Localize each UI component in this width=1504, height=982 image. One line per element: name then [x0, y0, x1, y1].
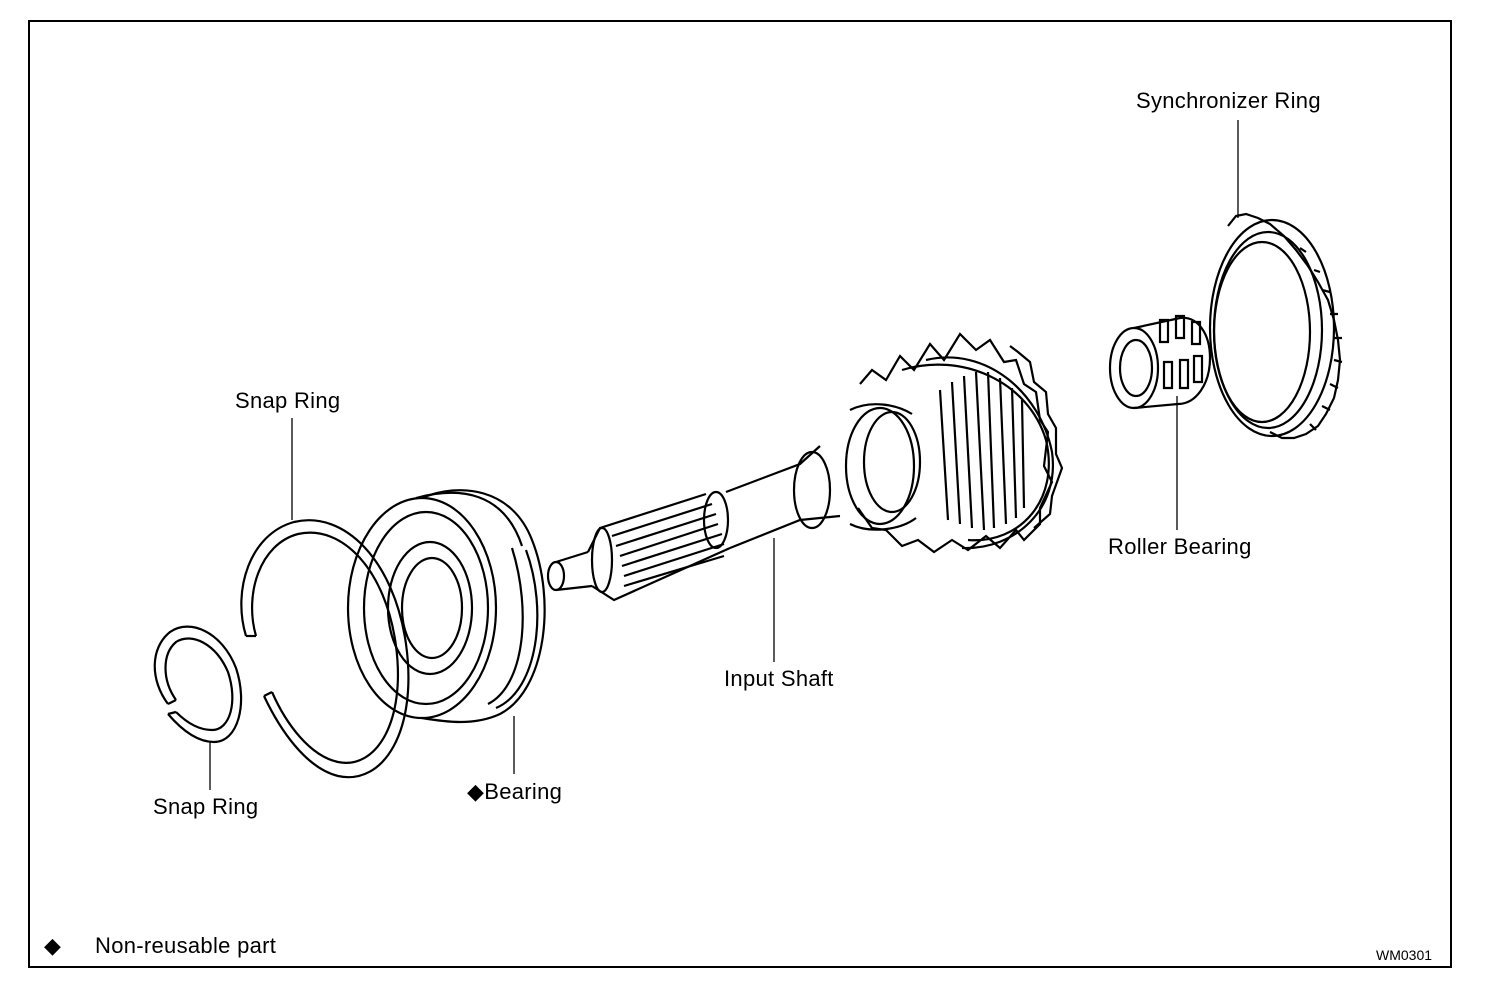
label-snap-ring-upper: Snap Ring — [235, 388, 341, 413]
label-synchronizer-ring: Synchronizer Ring — [1136, 88, 1321, 113]
label-bearing: ◆Bearing — [467, 779, 563, 804]
ball-bearing — [348, 490, 545, 722]
small-snap-ring — [155, 627, 241, 742]
label-snap-ring-lower: Snap Ring — [153, 794, 259, 819]
roller-bearing — [1110, 316, 1210, 408]
input-shaft — [548, 404, 920, 600]
legend-text: Non-reusable part — [95, 933, 277, 958]
diagram-frame — [28, 20, 1452, 968]
shaft-gears — [858, 334, 1062, 552]
label-roller-bearing: Roller Bearing — [1108, 534, 1252, 559]
legend-symbol: ◆ — [44, 933, 62, 958]
figure-code: WM0301 — [1376, 947, 1433, 963]
large-snap-ring — [241, 520, 408, 777]
label-input-shaft: Input Shaft — [724, 666, 834, 691]
leader-lines — [210, 120, 1238, 790]
synchronizer-ring — [1210, 214, 1342, 438]
